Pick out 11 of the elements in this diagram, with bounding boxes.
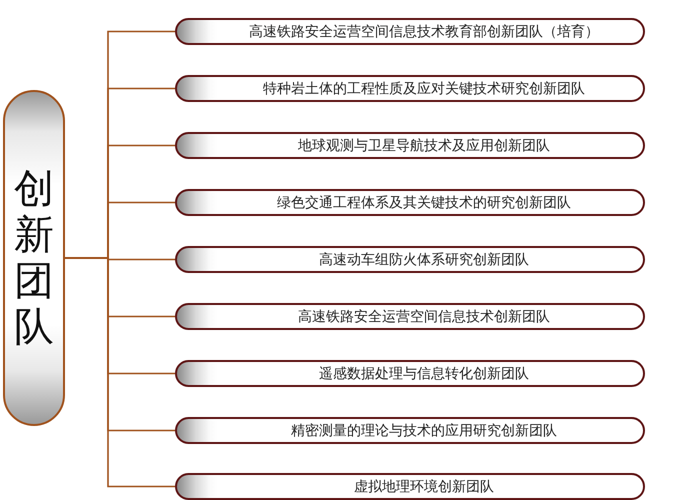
team-pill: 高速铁路安全运营空间信息技术创新团队	[175, 303, 645, 330]
connector-line	[65, 257, 175, 488]
team-pill: 遥感数据处理与信息转化创新团队	[175, 360, 645, 387]
team-pill: 地球观测与卫星导航技术及应用创新团队	[175, 132, 645, 159]
team-pill: 绿色交通工程体系及其关键技术的研究创新团队	[175, 189, 645, 216]
team-pill: 精密测量的理论与技术的应用研究创新团队	[175, 417, 645, 444]
team-pill: 高速铁路安全运营空间信息技术教育部创新团队（培育）	[175, 18, 645, 45]
team-pill: 高速动车组防火体系研究创新团队	[175, 246, 645, 273]
team-pill: 虚拟地理环境创新团队	[175, 473, 645, 500]
team-pill: 特种岩土体的工程性质及应对关键技术研究创新团队	[175, 75, 645, 102]
team-capsule: 创新团队	[3, 90, 65, 426]
